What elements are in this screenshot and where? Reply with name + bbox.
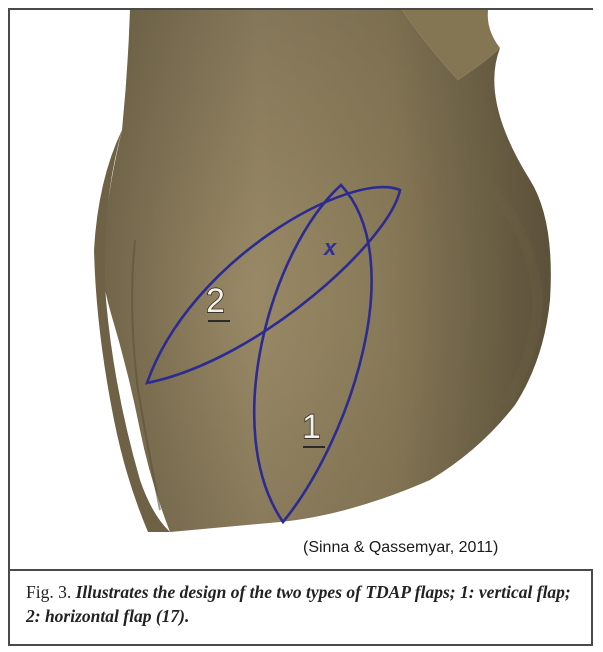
figure-caption: Fig. 3. Illustrates the design of the tw… — [26, 580, 581, 628]
figure-citation: (Sinna & Qassemyar, 2011) — [303, 539, 498, 557]
anatomy-illustration: x 2 1 — [10, 10, 593, 569]
caption-text: Illustrates the design of the two types … — [26, 582, 571, 626]
label-underline-2 — [208, 320, 230, 322]
label-underline-1 — [303, 446, 325, 448]
caption-divider — [8, 569, 593, 571]
label-horizontal-flap: 2 — [206, 282, 225, 320]
perforator-marker: x — [323, 235, 337, 260]
caption-figure-number: Fig. 3. — [26, 582, 71, 602]
label-vertical-flap: 1 — [302, 408, 321, 446]
